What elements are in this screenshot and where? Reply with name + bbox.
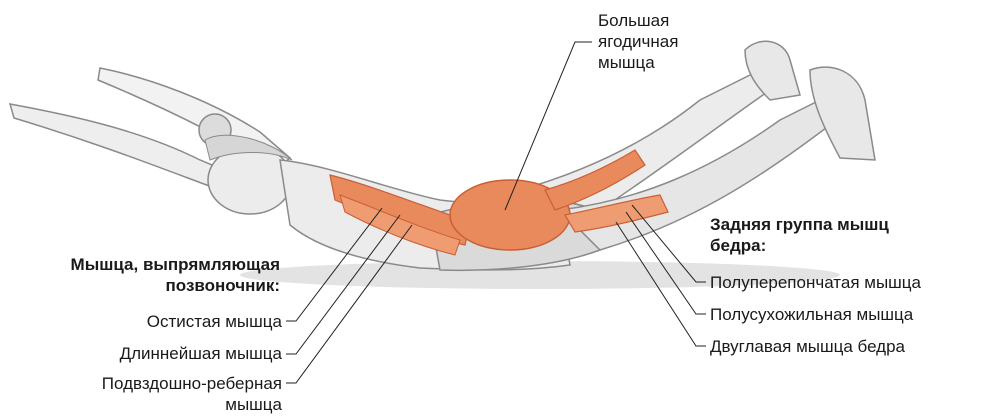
iliocostalis-label-line1: Подвздошно-реберная — [20, 373, 282, 394]
glute-label: Большая ягодичная мышца — [598, 10, 708, 73]
front-shoe — [810, 67, 875, 160]
biceps-femoris-label: Двуглавая мышца бедра — [710, 336, 980, 357]
semimembranosus-label: Полуперепончатая мышца — [710, 272, 980, 293]
erector-title-line2: позвоночник: — [8, 275, 280, 296]
semitendinosus-label: Полусухожильная мышца — [710, 304, 980, 325]
hamstrings-title: Задняя группа мышц бедра: — [710, 214, 980, 256]
iliocostalis-label-line2: мышца — [20, 394, 282, 415]
spinalis-label: Остистая мышца — [40, 311, 282, 332]
hamstrings-title-line2: бедра: — [710, 235, 980, 256]
longissimus-label: Длиннейшая мышца — [40, 343, 282, 364]
glute-label-line1: Большая — [598, 10, 708, 31]
glute-label-line2: ягодичная — [598, 31, 708, 52]
glute-label-line3: мышца — [598, 52, 708, 73]
hamstrings-title-line1: Задняя группа мышц — [710, 214, 980, 235]
erector-title-line1: Мышца, выпрямляющая — [8, 254, 280, 275]
iliocostalis-label: Подвздошно-реберная мышца — [20, 373, 282, 415]
erector-title: Мышца, выпрямляющая позвоночник: — [8, 254, 280, 296]
